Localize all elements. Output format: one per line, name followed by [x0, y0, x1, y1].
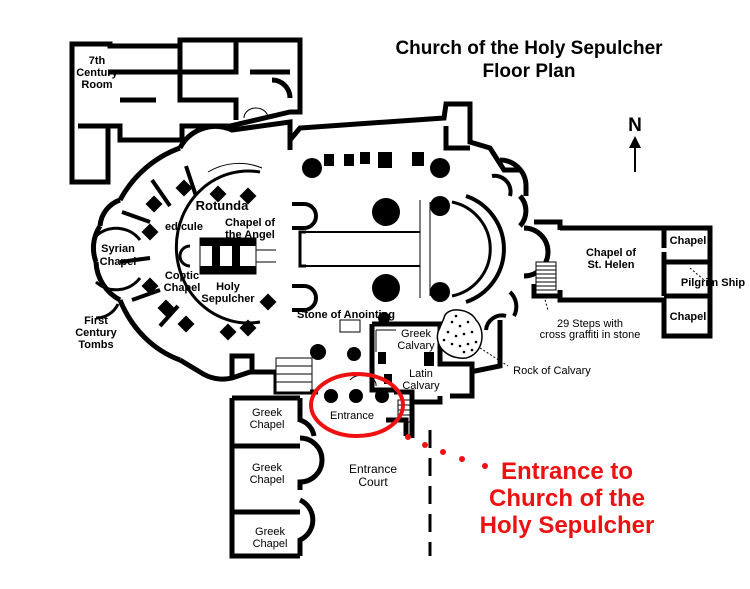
stone-of-anointing [339, 319, 361, 333]
label-entrance-court-1: Entrance [349, 462, 397, 476]
north-arrow: N [628, 115, 642, 172]
label-rock-of-calvary: Rock of Calvary [513, 365, 591, 377]
label-chapel-angel-2: the Angel [225, 229, 275, 241]
entrance-highlight [309, 372, 488, 469]
label-syrian-chapel-1: Syrian [101, 243, 135, 255]
entrance-callout: Entrance to Church of the Holy Sepulcher [480, 458, 655, 539]
label-greek-chapel-1a: Greek [252, 407, 282, 419]
label-steps-2: cross graffiti in stone [540, 329, 641, 341]
callout-line-1: Entrance to [501, 458, 633, 485]
chapel-of-st-helen [535, 225, 713, 339]
plan-title: Church of the Holy Sepulcher Floor Plan [395, 38, 663, 82]
callout-line-2: Church of the [489, 485, 645, 512]
label-greek-calvary-2: Calvary [397, 340, 435, 352]
label-latin-calvary-2: Calvary [402, 380, 440, 392]
calvary-area [339, 309, 509, 399]
title-line-2: Floor Plan [483, 61, 576, 82]
greek-chapels [229, 395, 432, 559]
label-stone-of-anointing: Stone of Anointing [297, 309, 395, 321]
crusader-church [287, 101, 563, 375]
label-rotunda: Rotunda [196, 198, 249, 213]
label-chapel-bottom: Chapel [670, 311, 707, 323]
label-7th-century-2: Century [76, 67, 118, 79]
label-entrance: Entrance [330, 410, 374, 422]
label-chapel-angel-1: Chapel of [225, 217, 275, 229]
label-entrance-court-2: Court [358, 475, 388, 489]
label-st-helen-2: St. Helen [587, 259, 634, 271]
entrance-circle [309, 372, 405, 438]
label-greek-chapel-3b: Chapel [253, 538, 288, 550]
label-coptic-chapel-1: Coptic [165, 270, 199, 282]
north-arrow-head-icon [629, 136, 641, 148]
label-holy-sepulcher-1: Holy [216, 281, 241, 293]
label-holy-sepulcher-2: Sepulcher [201, 293, 255, 305]
label-pilgrim-ship: Pilgrim Ship [681, 277, 745, 289]
rotunda [90, 119, 293, 382]
steps [535, 261, 557, 291]
label-greek-chapel-1b: Chapel [250, 419, 285, 431]
label-greek-calvary-1: Greek [401, 328, 431, 340]
label-first-century-3: Tombs [78, 339, 113, 351]
label-greek-chapel-2b: Chapel [250, 474, 285, 486]
label-steps-1: 29 Steps with [557, 318, 623, 330]
label-7th-century-3: Room [81, 79, 112, 91]
edicule [178, 237, 276, 275]
label-first-century-2: Century [75, 327, 117, 339]
north-letter: N [628, 115, 642, 136]
label-st-helen-1: Chapel of [586, 247, 636, 259]
label-first-century-1: First [84, 315, 108, 327]
label-latin-calvary-1: Latin [409, 368, 433, 380]
label-chapel-top: Chapel [670, 235, 707, 247]
plan-labels: 7th Century Room Rotunda edicule Chapel … [75, 55, 745, 550]
label-syrian-chapel-2: Chapel [100, 256, 137, 268]
label-7th-century-1: 7th [89, 55, 106, 67]
label-coptic-chapel-2: Chapel [164, 282, 201, 294]
label-greek-chapel-2a: Greek [252, 462, 282, 474]
callout-line-3: Holy Sepulcher [480, 512, 655, 539]
title-line-1: Church of the Holy Sepulcher [395, 38, 663, 59]
label-edicule: edicule [165, 221, 203, 233]
seventh-century-complex [69, 37, 303, 185]
label-greek-chapel-3a: Greek [255, 526, 285, 538]
